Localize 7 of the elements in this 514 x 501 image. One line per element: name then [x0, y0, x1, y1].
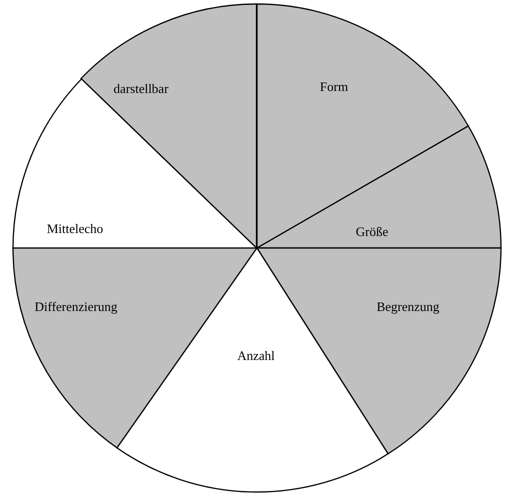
sector-label: Mittelecho [46, 220, 104, 237]
sector-label: Größe [356, 224, 388, 240]
sector-label: Form [320, 79, 348, 95]
sector-label: Begrenzung [376, 299, 440, 315]
sector-label: darstellbar [114, 81, 168, 97]
sector-label: Differenzierung [34, 299, 118, 315]
sector-label: Anzahl [237, 348, 275, 364]
